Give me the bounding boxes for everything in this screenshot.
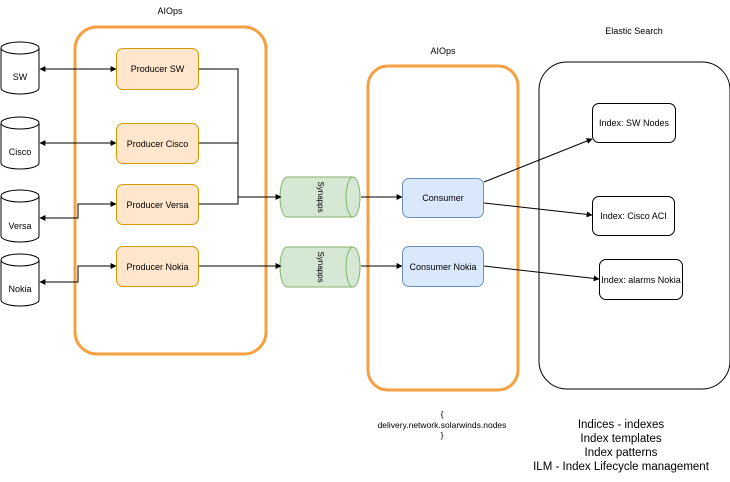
consumer[interactable]: Consumer [402, 178, 484, 218]
topic-note: { delivery.network.solarwinds.nodes } [372, 409, 512, 441]
concept-item: Indices - indexes [577, 419, 665, 431]
source-cylinder-nokia [0, 253, 40, 307]
topic-note-close: } [440, 430, 444, 440]
queue-label-2: Synapps [316, 251, 325, 282]
elastic-group-title: Elastic Search [605, 26, 663, 36]
edge-consumer-nokia-index [483, 265, 600, 282]
queue-cylinder-1 [279, 176, 361, 218]
edge-producer-sw-queue [199, 68, 239, 197]
edge-producer-versa-queue [199, 194, 282, 205]
concept-item: Index templates [580, 433, 662, 445]
edge-consumer-index-sw [483, 138, 593, 183]
source-label-sw: SW [12, 72, 28, 82]
queue-cylinder-2 [279, 246, 361, 288]
producer-cisco[interactable]: Producer Cisco [116, 123, 199, 164]
index-sw-nodes[interactable]: Index: SW Nodes [592, 103, 676, 143]
index-cisco-aci[interactable]: Index: Cisco ACI [592, 196, 675, 236]
elastic-concepts-list: Indices - indexes Index templates Index … [528, 418, 714, 474]
concept-item: Index patterns [584, 447, 658, 459]
elastic-search-group [538, 61, 730, 390]
source-cylinder-sw [0, 41, 40, 95]
source-cylinder-cisco [0, 116, 40, 170]
edge-nokia-producer-nokia [39, 263, 117, 285]
producer-versa[interactable]: Producer Versa [116, 184, 199, 225]
index-alarms-nokia[interactable]: Index: alarms Nokia [599, 259, 683, 300]
concept-item: ILM - Index Lifecycle management [533, 461, 709, 473]
consumers-group-title: AIOps [430, 46, 456, 56]
source-label-nokia: Nokia [8, 284, 32, 294]
queue-label-1: Synapps [316, 181, 325, 212]
aiops-consumers-group [366, 64, 520, 392]
topic-note-text: delivery.network.solarwinds.nodes [377, 419, 507, 430]
edge-versa-producer-versa [39, 201, 117, 221]
producer-sw[interactable]: Producer SW [116, 48, 199, 90]
source-cylinder-versa [0, 189, 40, 243]
source-label-cisco: Cisco [8, 147, 32, 157]
edge-consumer-index-cisco [483, 202, 593, 218]
source-label-versa: Versa [8, 221, 32, 231]
topic-note-open: { [440, 409, 444, 419]
producer-nokia[interactable]: Producer Nokia [116, 246, 199, 287]
producers-group-title: AIOps [157, 6, 183, 16]
aiops-producers-group [73, 25, 268, 356]
consumer-nokia[interactable]: Consumer Nokia [402, 246, 484, 287]
